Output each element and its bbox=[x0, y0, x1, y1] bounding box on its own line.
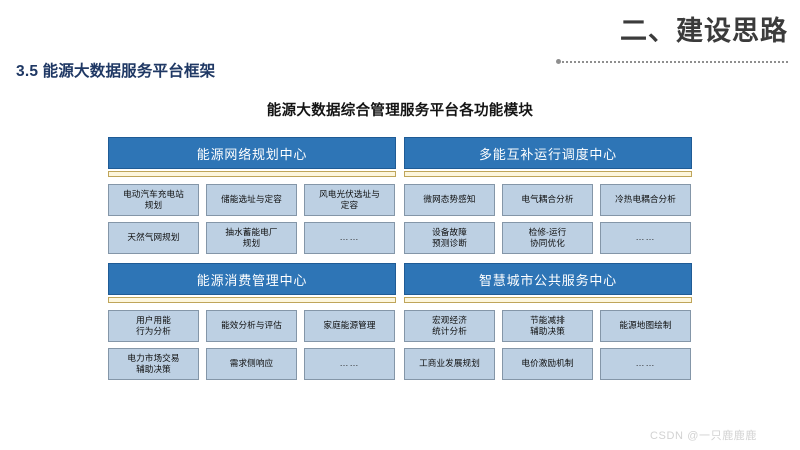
module-item-ellipsis[interactable]: …… bbox=[304, 348, 395, 380]
panel-header: 智慧城市公共服务中心 bbox=[404, 263, 692, 295]
module-item[interactable]: 天然气网规划 bbox=[108, 222, 199, 254]
slide-title: 二、建设思路 bbox=[620, 16, 788, 46]
module-item[interactable]: 家庭能源管理 bbox=[304, 310, 395, 342]
panel-item-grid: 宏观经济统计分析 节能减排辅助决策 能源地图绘制 工商业发展规划 电价激励机制 … bbox=[404, 310, 692, 380]
csdn-watermark: CSDN @一只鹿鹿鹿 bbox=[650, 430, 757, 442]
slide-title-bullet-dot bbox=[556, 59, 561, 64]
module-item[interactable]: 冷热电耦合分析 bbox=[600, 184, 691, 216]
module-item[interactable]: 抽水蓄能电厂规划 bbox=[206, 222, 297, 254]
slide-title-underline bbox=[558, 58, 788, 63]
module-item[interactable]: 检修-运行协同优化 bbox=[502, 222, 593, 254]
section-heading: 3.5 能源大数据服务平台框架 bbox=[16, 63, 216, 80]
panel-energy-consumption-management: 能源消费管理中心 用户用能行为分析 能效分析与评估 家庭能源管理 电力市场交易辅… bbox=[108, 263, 396, 387]
panel-header-accent-strip bbox=[404, 171, 692, 177]
panel-smart-city-public-service: 智慧城市公共服务中心 宏观经济统计分析 节能减排辅助决策 能源地图绘制 工商业发… bbox=[404, 263, 692, 387]
panel-item-grid: 用户用能行为分析 能效分析与评估 家庭能源管理 电力市场交易辅助决策 需求侧响应… bbox=[108, 310, 396, 380]
panel-header-accent-strip bbox=[108, 171, 396, 177]
diagram-title: 能源大数据综合管理服务平台各功能模块 bbox=[266, 103, 534, 119]
panel-header: 多能互补运行调度中心 bbox=[404, 137, 692, 169]
module-item[interactable]: 节能减排辅助决策 bbox=[502, 310, 593, 342]
panel-header-accent-strip bbox=[404, 297, 692, 303]
module-item[interactable]: 设备故障预测诊断 bbox=[404, 222, 495, 254]
module-item[interactable]: 电价激励机制 bbox=[502, 348, 593, 380]
panel-multi-energy-dispatch: 多能互补运行调度中心 微网态势感知 电气耦合分析 冷热电耦合分析 设备故障预测诊… bbox=[404, 137, 692, 261]
panel-header: 能源网络规划中心 bbox=[108, 137, 396, 169]
module-item-ellipsis[interactable]: …… bbox=[600, 222, 691, 254]
module-item-ellipsis[interactable]: …… bbox=[304, 222, 395, 254]
module-item[interactable]: 微网态势感知 bbox=[404, 184, 495, 216]
module-item[interactable]: 电力市场交易辅助决策 bbox=[108, 348, 199, 380]
module-item[interactable]: 工商业发展规划 bbox=[404, 348, 495, 380]
panel-energy-network-planning: 能源网络规划中心 电动汽车充电站规划 储能选址与定容 风电光伏选址与定容 天然气… bbox=[108, 137, 396, 261]
module-item[interactable]: 宏观经济统计分析 bbox=[404, 310, 495, 342]
module-item[interactable]: 储能选址与定容 bbox=[206, 184, 297, 216]
module-item[interactable]: 电气耦合分析 bbox=[502, 184, 593, 216]
slide-title-block: 二、建设思路 bbox=[556, 14, 788, 64]
panel-header-accent-strip bbox=[108, 297, 396, 303]
module-item[interactable]: 需求侧响应 bbox=[206, 348, 297, 380]
module-item[interactable]: 能源地图绘制 bbox=[600, 310, 691, 342]
module-item[interactable]: 用户用能行为分析 bbox=[108, 310, 199, 342]
module-item[interactable]: 电动汽车充电站规划 bbox=[108, 184, 199, 216]
module-item[interactable]: 风电光伏选址与定容 bbox=[304, 184, 395, 216]
module-item-ellipsis[interactable]: …… bbox=[600, 348, 691, 380]
panel-item-grid: 电动汽车充电站规划 储能选址与定容 风电光伏选址与定容 天然气网规划 抽水蓄能电… bbox=[108, 184, 396, 254]
panel-item-grid: 微网态势感知 电气耦合分析 冷热电耦合分析 设备故障预测诊断 检修-运行协同优化… bbox=[404, 184, 692, 254]
panel-header: 能源消费管理中心 bbox=[108, 263, 396, 295]
module-item[interactable]: 能效分析与评估 bbox=[206, 310, 297, 342]
functional-modules-diagram: 能源网络规划中心 电动汽车充电站规划 储能选址与定容 风电光伏选址与定容 天然气… bbox=[108, 137, 692, 387]
